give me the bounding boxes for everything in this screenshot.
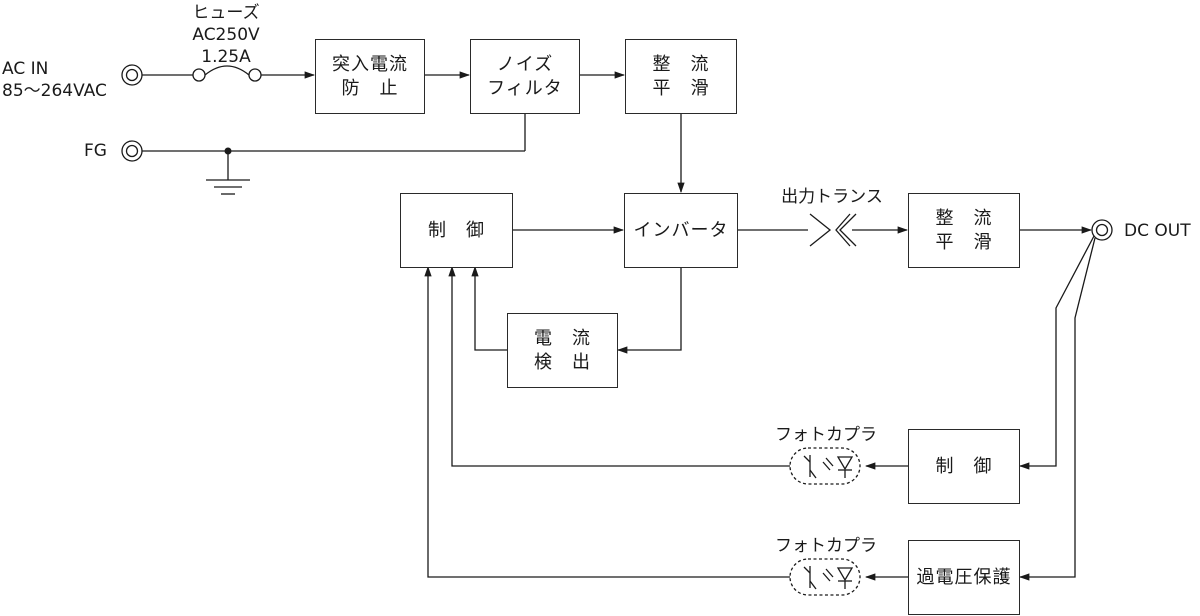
dc-out-terminal-icon bbox=[1091, 219, 1113, 241]
photocoupler-2-icon bbox=[789, 558, 861, 596]
control-feedback-box: 制 御 bbox=[908, 429, 1020, 504]
transformer-icon bbox=[809, 213, 857, 247]
overvoltage-protection-box: 過電圧保護 bbox=[908, 540, 1020, 615]
fuse-icon bbox=[192, 65, 262, 82]
photocoupler-2-label: フォトカプラ bbox=[775, 536, 877, 556]
fg-terminal-icon bbox=[121, 140, 143, 162]
ac-in-terminal-icon bbox=[121, 64, 143, 86]
dc-out-label: DC OUT bbox=[1124, 221, 1191, 241]
photocoupler-1-icon bbox=[789, 447, 861, 485]
transformer-label: 出力トランス bbox=[781, 187, 883, 207]
photocoupler-1-label: フォトカプラ bbox=[775, 425, 877, 445]
ground-icon bbox=[206, 151, 250, 195]
inrush-limiter-box: 突入電流防 止 bbox=[315, 39, 425, 114]
fuse-label: ヒューズ AC250V 1.25A bbox=[192, 3, 260, 67]
ac-in-label: AC IN 85〜264VAC bbox=[2, 59, 107, 101]
inverter-box: インバータ bbox=[624, 193, 738, 268]
rectifier-smoothing-1-box: 整 流平 滑 bbox=[625, 39, 737, 114]
control-main-box: 制 御 bbox=[400, 193, 513, 268]
noise-filter-box: ノイズフィルタ bbox=[470, 39, 580, 114]
rectifier-smoothing-2-box: 整 流平 滑 bbox=[908, 193, 1020, 268]
fg-label: FG bbox=[84, 141, 107, 161]
junction-dot bbox=[224, 147, 232, 155]
current-detect-box: 電 流検 出 bbox=[507, 313, 618, 388]
